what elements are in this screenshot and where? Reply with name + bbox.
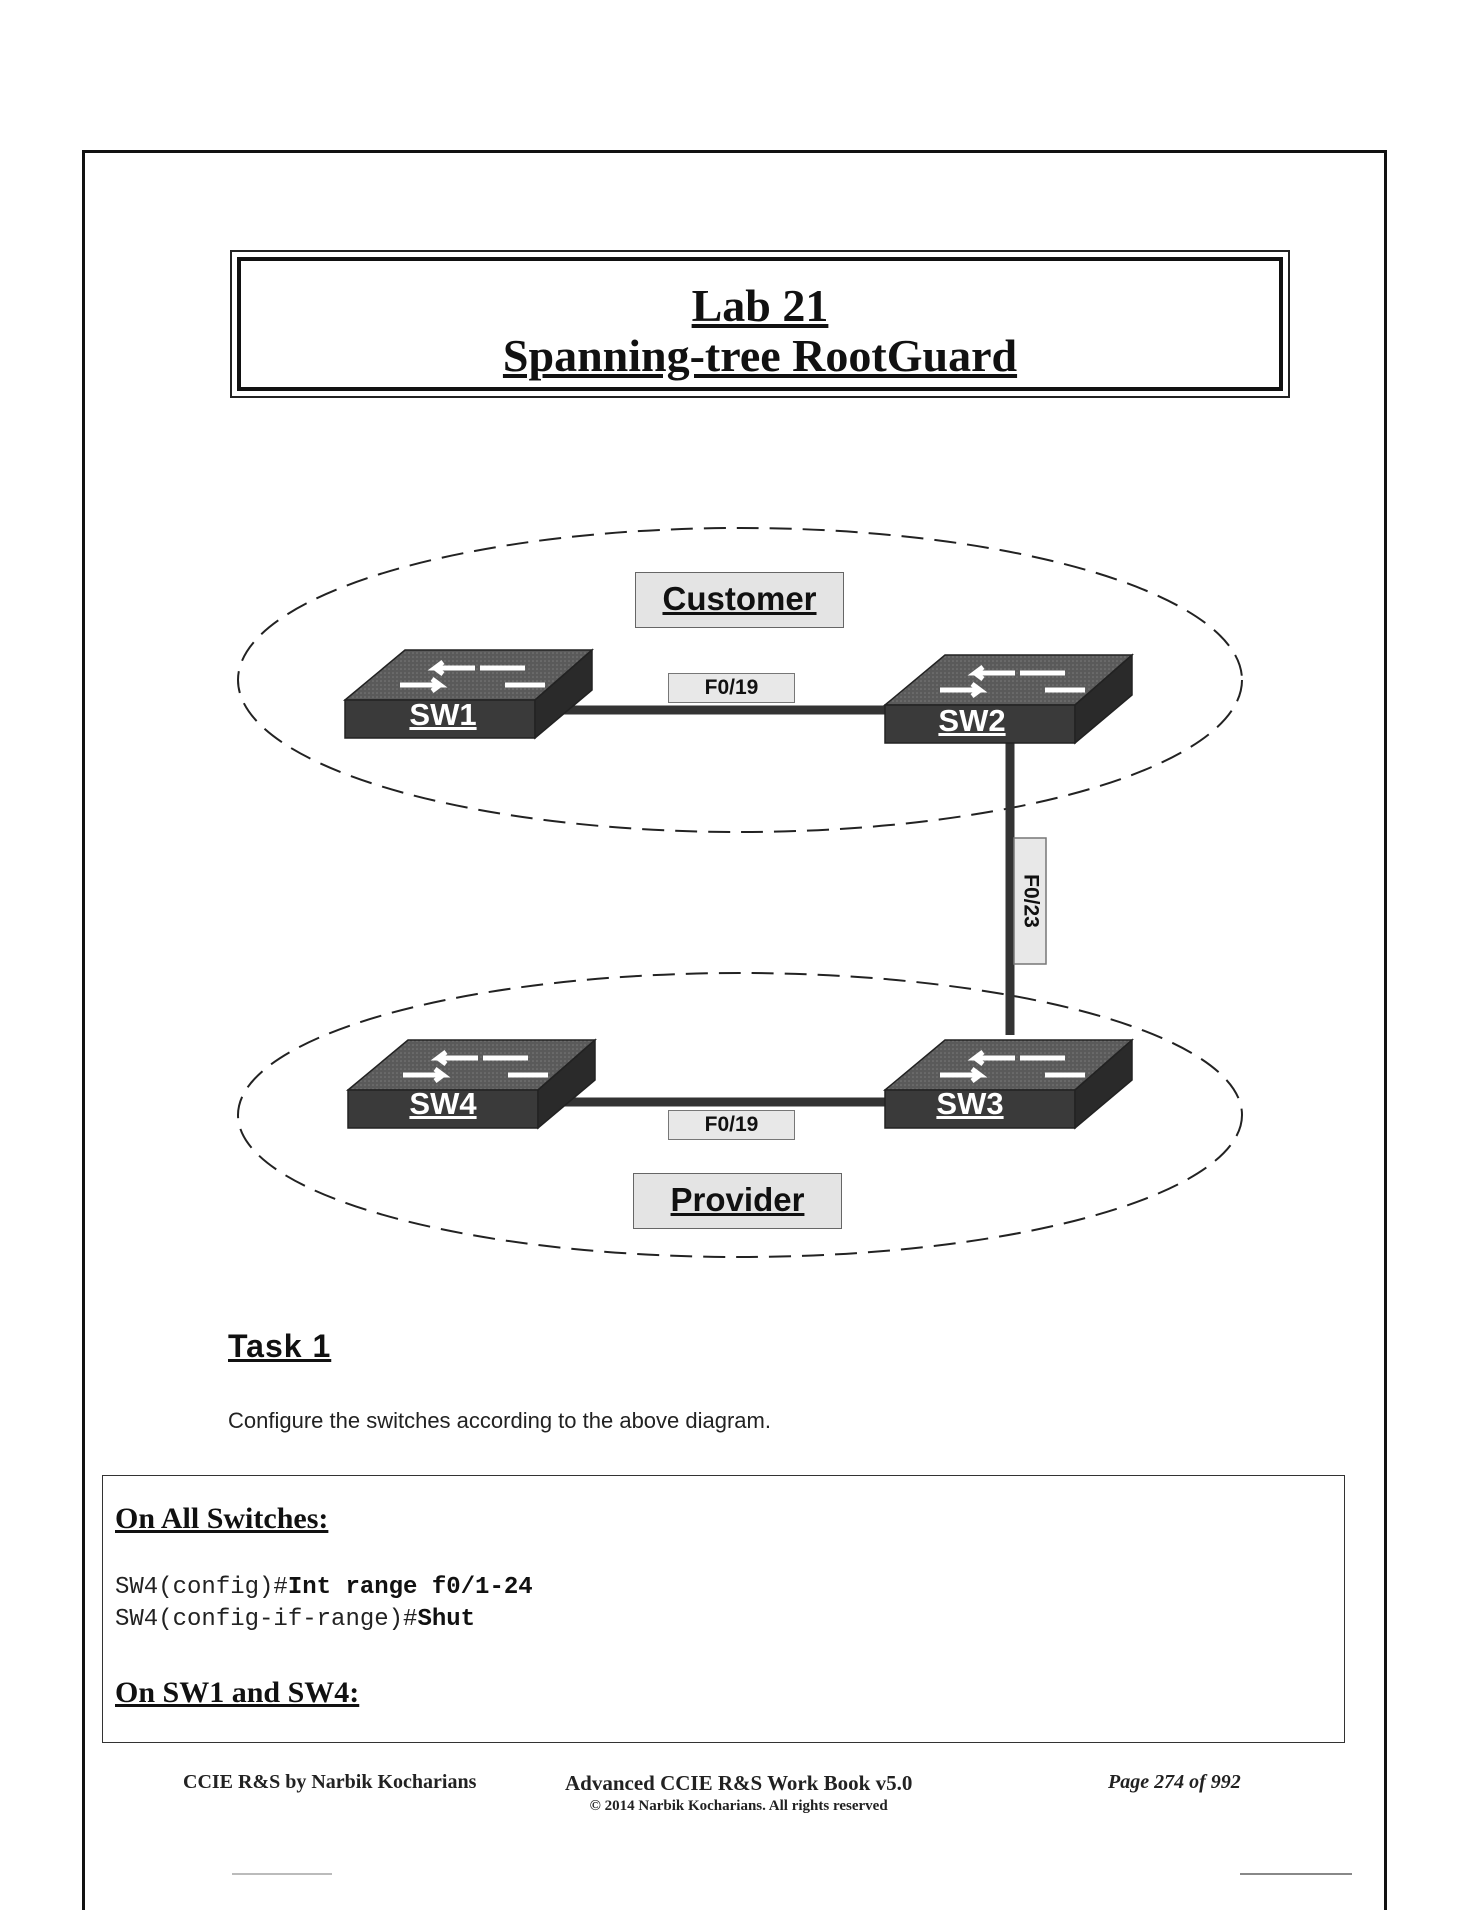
bottom-rule-left	[232, 1873, 332, 1875]
config-line-1: SW4(config)#Int range f0/1-24	[115, 1574, 533, 1601]
bottom-rule-right	[1240, 1873, 1352, 1875]
title-box: Lab 21 Spanning-tree RootGuard	[230, 250, 1290, 398]
customer-zone-ellipse	[237, 527, 1243, 833]
switch-sw2-icon	[882, 653, 1134, 745]
switch-sw2-label: SW2	[938, 703, 1006, 738]
footer-book-title: Advanced CCIE R&S Work Book v5.0	[565, 1771, 913, 1795]
lab-number-title: Lab 21	[691, 280, 829, 331]
config-line-2: SW4(config-if-range)#Shut	[115, 1606, 475, 1633]
port-label-sw2-sw3: F0/23	[1013, 837, 1047, 965]
customer-zone-label: Customer	[635, 572, 844, 628]
footer-author: CCIE R&S by Narbik Kocharians	[183, 1771, 477, 1793]
port-label-sw2-sw3-text: F0/23	[1019, 874, 1042, 928]
footer-book-title-block: Advanced CCIE R&S Work Book v5.0 © 2014 …	[565, 1771, 912, 1815]
config-line-2-command: Shut	[417, 1606, 476, 1633]
section-heading-all-switches: On All Switches:	[115, 1502, 329, 1535]
config-line-2-prompt: SW4(config-if-range)#	[115, 1606, 418, 1633]
switch-sw4-label: SW4	[409, 1086, 477, 1121]
section-heading-sw1-sw4: On SW1 and SW4:	[115, 1676, 360, 1709]
config-line-1-command: Int range f0/1-24	[287, 1574, 533, 1601]
task-heading: Task 1	[228, 1328, 332, 1364]
switch-sw1-label: SW1	[409, 697, 477, 732]
config-line-1-prompt: SW4(config)#	[115, 1574, 288, 1601]
footer-copyright: © 2014 Narbik Kocharians. All rights res…	[589, 1798, 888, 1814]
provider-zone-ellipse	[237, 972, 1243, 1258]
switch-sw4-icon	[345, 1038, 597, 1130]
footer-page-number: Page 274 of 992	[1108, 1771, 1241, 1793]
switch-sw3-icon	[882, 1038, 1134, 1130]
page-frame	[82, 150, 1387, 1910]
port-label-sw1-sw2: F0/19	[668, 673, 795, 703]
switch-sw1-icon	[342, 648, 594, 740]
title-box-inner: Lab 21 Spanning-tree RootGuard	[237, 257, 1283, 391]
provider-zone-label: Provider	[633, 1173, 842, 1229]
lab-topic-title: Spanning-tree RootGuard	[502, 330, 1018, 381]
switch-sw3-label: SW3	[936, 1086, 1004, 1121]
port-label-sw4-sw3: F0/19	[668, 1110, 795, 1140]
config-box: On All Switches: SW4(config)#Int range f…	[102, 1475, 1345, 1743]
task-description: Configure the switches according to the …	[228, 1408, 771, 1433]
